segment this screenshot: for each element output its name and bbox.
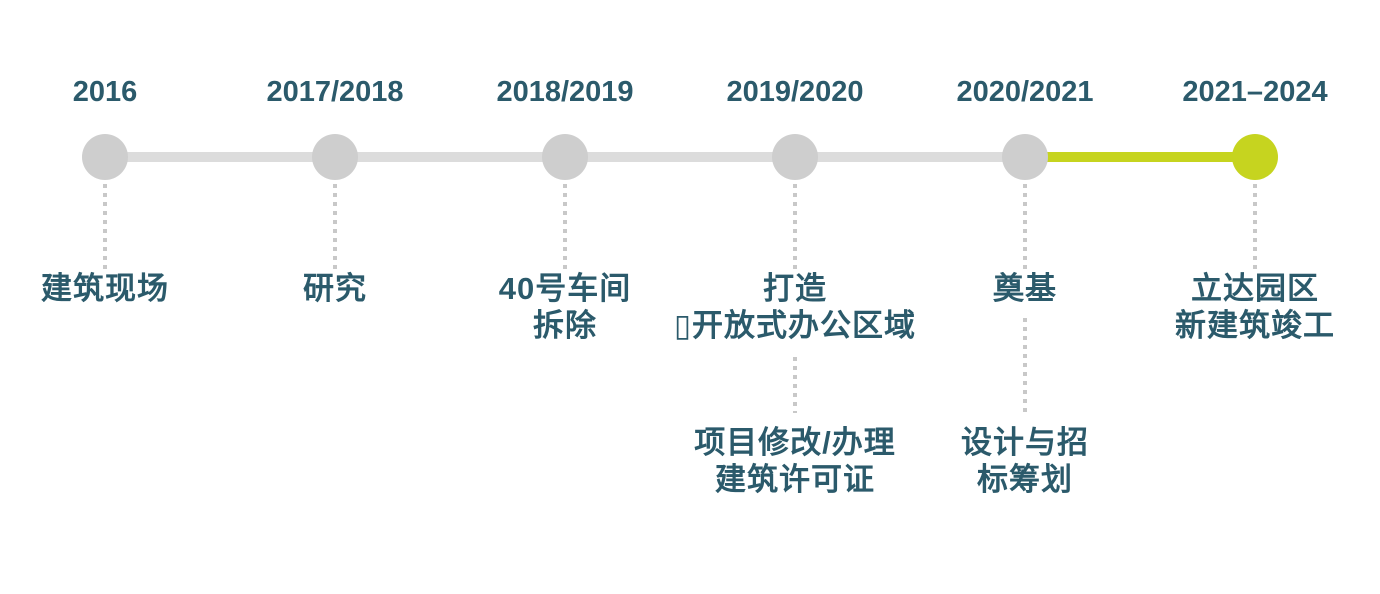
dotted-connector (103, 184, 107, 270)
timeline-item-2018-2019: 2018/2019 40号车间 拆除 (435, 0, 695, 594)
year-label: 2016 (72, 76, 138, 108)
timeline-item-2016: 2016 建筑现场 (0, 0, 235, 594)
timeline-item-2017-2018: 2017/2018 研究 (205, 0, 465, 594)
sub-milestone-label: 项目修改/办理 建筑许可证 (694, 425, 896, 497)
year-label: 2018/2019 (496, 76, 634, 108)
timeline-item-2021-2024: 2021–2024 立达园区 新建筑竣工 (1125, 0, 1380, 594)
milestone-label: 奠基 (993, 271, 1057, 306)
timeline-node-icon (312, 134, 358, 180)
sub-milestone-label: 设计与招 标筹划 (961, 425, 1089, 497)
timeline-node-highlight-icon (1232, 134, 1278, 180)
milestone-label: 研究 (303, 271, 367, 306)
year-label: 2017/2018 (266, 76, 404, 108)
milestone-label: 立达园区 新建筑竣工 (1175, 271, 1335, 343)
dotted-connector (793, 357, 797, 413)
timeline-node-icon (1002, 134, 1048, 180)
dotted-connector (1253, 184, 1257, 270)
year-label: 2020/2021 (956, 76, 1094, 108)
dotted-connector (793, 184, 797, 270)
dotted-connector (563, 184, 567, 270)
timeline-item-2019-2020: 2019/2020 打造 ▯开放式办公区域 项目修改/办理 建筑许可证 (665, 0, 925, 594)
timeline-node-icon (82, 134, 128, 180)
dotted-connector (1023, 318, 1027, 417)
dotted-connector (1023, 184, 1027, 270)
timeline-track-highlight (1025, 152, 1258, 162)
milestone-label: 打造 ▯开放式办公区域 (673, 271, 917, 343)
timeline-node-icon (542, 134, 588, 180)
year-label: 2021–2024 (1182, 76, 1328, 108)
dotted-connector (333, 184, 337, 270)
timeline-node-icon (772, 134, 818, 180)
milestone-label: 建筑现场 (41, 271, 169, 306)
year-label: 2019/2020 (726, 76, 864, 108)
milestone-label: 40号车间 拆除 (498, 271, 632, 343)
timeline-item-2020-2021: 2020/2021 奠基 设计与招 标筹划 (895, 0, 1155, 594)
